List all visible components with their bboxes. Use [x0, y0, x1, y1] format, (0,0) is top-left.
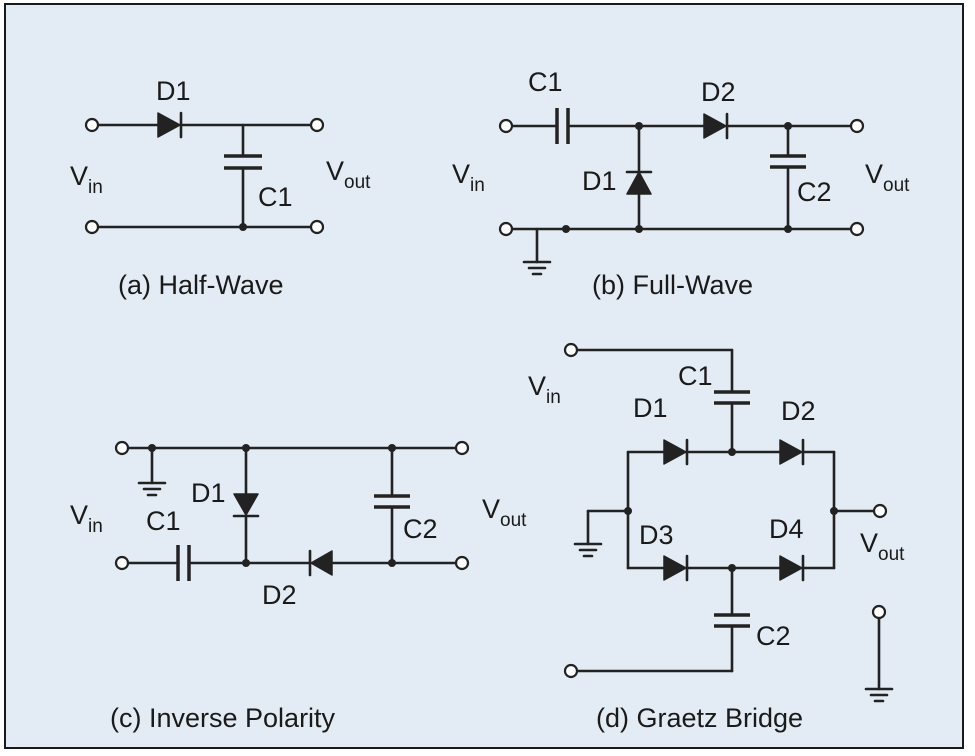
ground-icon: [137, 481, 167, 497]
label-d1: D1: [633, 393, 668, 423]
label-d4: D4: [769, 514, 804, 544]
caption-full-wave: (b) Full-Wave: [592, 270, 753, 300]
label-d3: D3: [639, 520, 674, 550]
diode-d2-icon: [779, 439, 803, 465]
diode-d1-icon: [233, 493, 259, 516]
label-d2: D2: [262, 580, 297, 610]
label-vin: Vin: [70, 161, 103, 198]
caption-inverse-polarity: (c) Inverse Polarity: [110, 703, 336, 733]
circuit-inverse-polarity: D1 C1 C2 D2 Vin Vout (c) Inverse Polarit…: [70, 440, 527, 733]
label-vin: Vin: [70, 500, 103, 537]
ground-icon: [522, 260, 552, 276]
label-vout: Vout: [860, 528, 905, 565]
terminal-icon: [563, 342, 579, 358]
label-c2: C2: [403, 514, 438, 544]
label-vout: Vout: [326, 156, 371, 193]
label-c1: C1: [146, 506, 181, 536]
diode-d2-icon: [310, 550, 333, 576]
label-d1: D1: [582, 166, 617, 196]
diode-d1-icon: [626, 171, 652, 195]
label-c2: C2: [756, 621, 791, 651]
label-vout: Vout: [482, 494, 527, 531]
diode-d1-icon: [157, 112, 181, 138]
caption-graetz-bridge: (d) Graetz Bridge: [596, 703, 803, 733]
diode-d4-icon: [779, 555, 803, 581]
diode-d2-icon: [703, 113, 727, 139]
ground-icon: [864, 687, 894, 703]
label-vout: Vout: [865, 159, 910, 196]
terminal-icon: [114, 440, 130, 456]
circuit-graetz-bridge: C1 D1 D2 D3 D4 C2 Vin Vout (d) Graetz Br…: [528, 342, 905, 733]
label-vin: Vin: [452, 159, 485, 196]
label-c1: C1: [258, 182, 293, 212]
diode-d1-icon: [663, 439, 687, 465]
terminal-icon: [84, 117, 100, 133]
ground-icon: [573, 542, 603, 558]
circuit-full-wave: C1 D2 D1 C2 Vin Vout (b) Full-Wave: [452, 67, 910, 300]
label-c2: C2: [797, 177, 832, 207]
label-d1: D1: [156, 76, 191, 106]
diode-d3-icon: [663, 555, 687, 581]
label-d1: D1: [191, 478, 226, 508]
label-c1: C1: [678, 361, 713, 391]
label-c1: C1: [528, 67, 563, 97]
label-d2: D2: [701, 77, 736, 107]
label-vin: Vin: [528, 371, 561, 408]
terminal-icon: [498, 118, 514, 134]
label-d2: D2: [781, 396, 816, 426]
caption-half-wave: (a) Half-Wave: [118, 270, 284, 300]
circuit-half-wave: D1 C1 Vin Vout (a) Half-Wave: [70, 76, 371, 300]
